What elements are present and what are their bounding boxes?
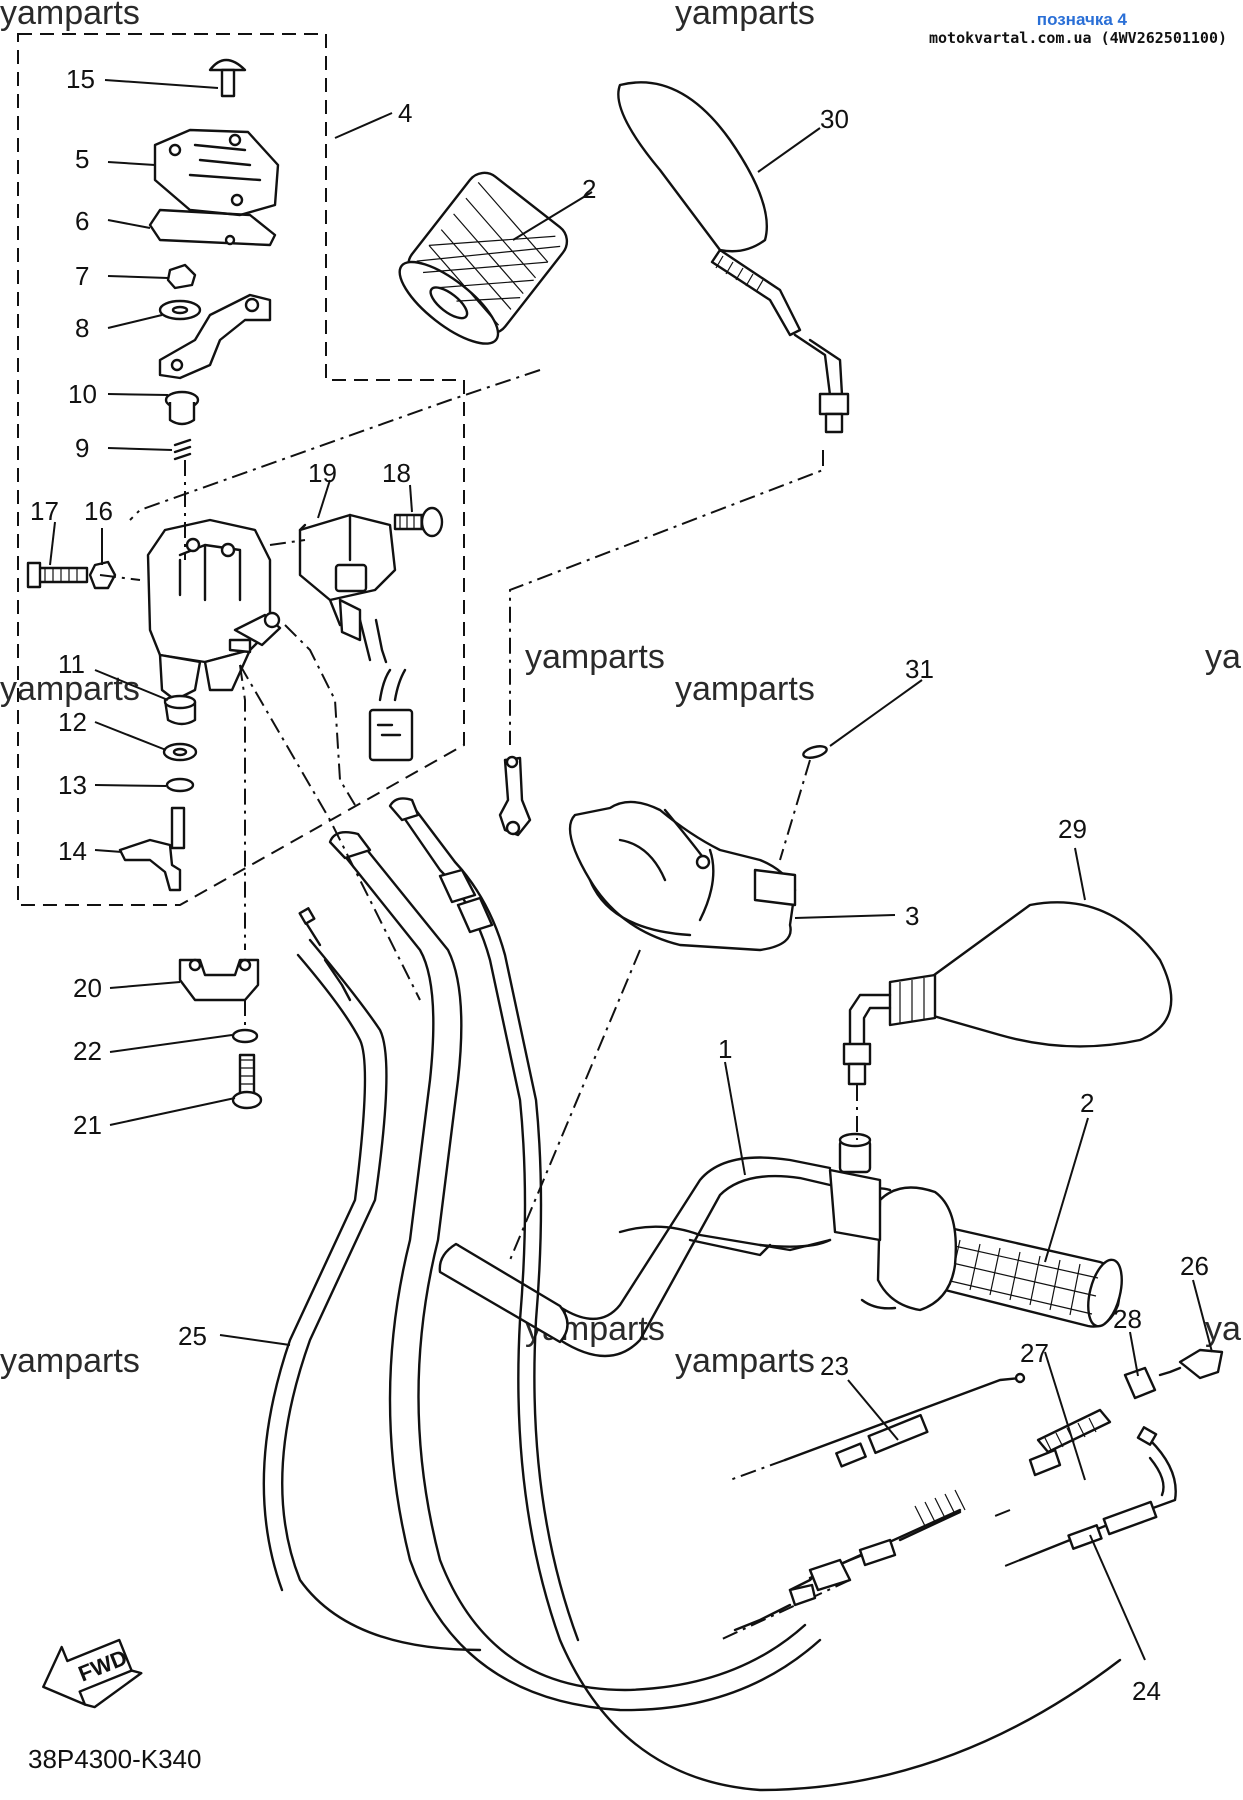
callout-26: 26: [1180, 1251, 1209, 1281]
cable-24: [999, 1426, 1177, 1569]
callout-21: 21: [73, 1110, 102, 1140]
bushing-10: [164, 390, 200, 426]
callout-2-top: 2: [582, 174, 596, 204]
callout-4: 4: [398, 98, 412, 128]
washer-22: [231, 1028, 259, 1044]
callout-5: 5: [75, 144, 89, 174]
screw-15: [208, 58, 247, 98]
callout-24: 24: [1132, 1676, 1161, 1706]
washer-12: [162, 742, 198, 762]
callout-17: 17: [30, 496, 59, 526]
callout-1: 1: [718, 1034, 732, 1064]
watermark: yamparts: [675, 1342, 815, 1380]
callout-3: 3: [905, 901, 919, 931]
left-mirror: [617, 81, 850, 434]
callout-25: 25: [178, 1321, 207, 1351]
watermark: yamparts: [0, 0, 140, 32]
left-grip: [398, 171, 569, 345]
switch-assembly-box: [17, 33, 465, 906]
screw-21: [231, 1053, 263, 1110]
throttle-cable-path: [618, 1225, 832, 1248]
callout-13: 13: [58, 770, 87, 800]
screw-17: [26, 561, 89, 589]
callout-28: 28: [1113, 1304, 1142, 1334]
guide-lines: [99, 369, 858, 1261]
gasket-6: [148, 208, 277, 247]
callout-7: 7: [75, 261, 89, 291]
mount-bracket: [498, 755, 532, 837]
cable-27: [733, 1408, 1112, 1632]
callout-15: 15: [66, 64, 95, 94]
watermark: yamparts: [675, 670, 815, 708]
header-label: позначка 4 motokvartal.com.ua (4WV262501…: [929, 10, 1227, 48]
watermark: ya: [1205, 1310, 1241, 1348]
switch-box: [298, 513, 414, 762]
switch-housing: [146, 518, 282, 702]
callout-2-right: 2: [1080, 1088, 1094, 1118]
right-mirror: [842, 901, 1173, 1086]
nut-7: [166, 263, 197, 290]
watermark: yamparts: [675, 0, 815, 32]
watermark: yamparts: [0, 670, 140, 708]
watermark: ya: [1205, 638, 1241, 676]
watermark: yamparts: [525, 638, 665, 676]
washer-8: [158, 299, 202, 321]
fwd-arrow: FWD: [42, 1638, 143, 1709]
callout-27: 27: [1020, 1338, 1049, 1368]
cover-plate-5: [153, 128, 280, 217]
leader-lines: [49, 79, 1213, 1661]
callout-8: 8: [75, 313, 89, 343]
watermark: yamparts: [0, 1342, 140, 1380]
right-grip: [688, 1132, 1123, 1328]
callout-12: 12: [58, 707, 87, 737]
wingbolt-26: [1158, 1348, 1224, 1380]
callout-22: 22: [73, 1036, 102, 1066]
clamp-20: [178, 958, 260, 1002]
collar-11: [163, 694, 197, 726]
cap: [802, 745, 828, 759]
left-cables: [262, 797, 1122, 1792]
callout-18: 18: [382, 458, 411, 488]
pivot-14: [118, 806, 186, 892]
spring-9: [173, 438, 192, 461]
callout-29: 29: [1058, 814, 1087, 844]
lever-plate: [158, 293, 272, 380]
callout-14: 14: [58, 836, 87, 866]
watermarks: yamparts yamparts yamparts yamparts yamp…: [0, 0, 1241, 1380]
screw-18: [393, 506, 444, 538]
source-text: motokvartal.com.ua (4WV262501100): [928, 29, 1227, 47]
cable-23: [719, 1372, 1026, 1641]
badge-text: позначка 4: [1036, 10, 1127, 29]
callout-6: 6: [75, 206, 89, 236]
callout-30: 30: [820, 104, 849, 134]
callout-23: 23: [820, 1351, 849, 1381]
callout-16: 16: [84, 496, 113, 526]
diagram-code: 38P4300-K340: [28, 1744, 201, 1774]
handlebar-cover: [568, 800, 797, 952]
cable-end: [758, 1238, 832, 1252]
callout-numbers: 1 2 2 3 4 5 6 7 8 9 10 11 12 13 14 15 16…: [30, 64, 1209, 1706]
callout-20: 20: [73, 973, 102, 1003]
callout-10: 10: [68, 379, 97, 409]
callout-31: 31: [905, 654, 934, 684]
callout-9: 9: [75, 433, 89, 463]
adjuster-28: [1123, 1366, 1157, 1400]
callout-11: 11: [58, 649, 85, 679]
callout-19: 19: [308, 458, 337, 488]
washer-13: [165, 777, 195, 793]
